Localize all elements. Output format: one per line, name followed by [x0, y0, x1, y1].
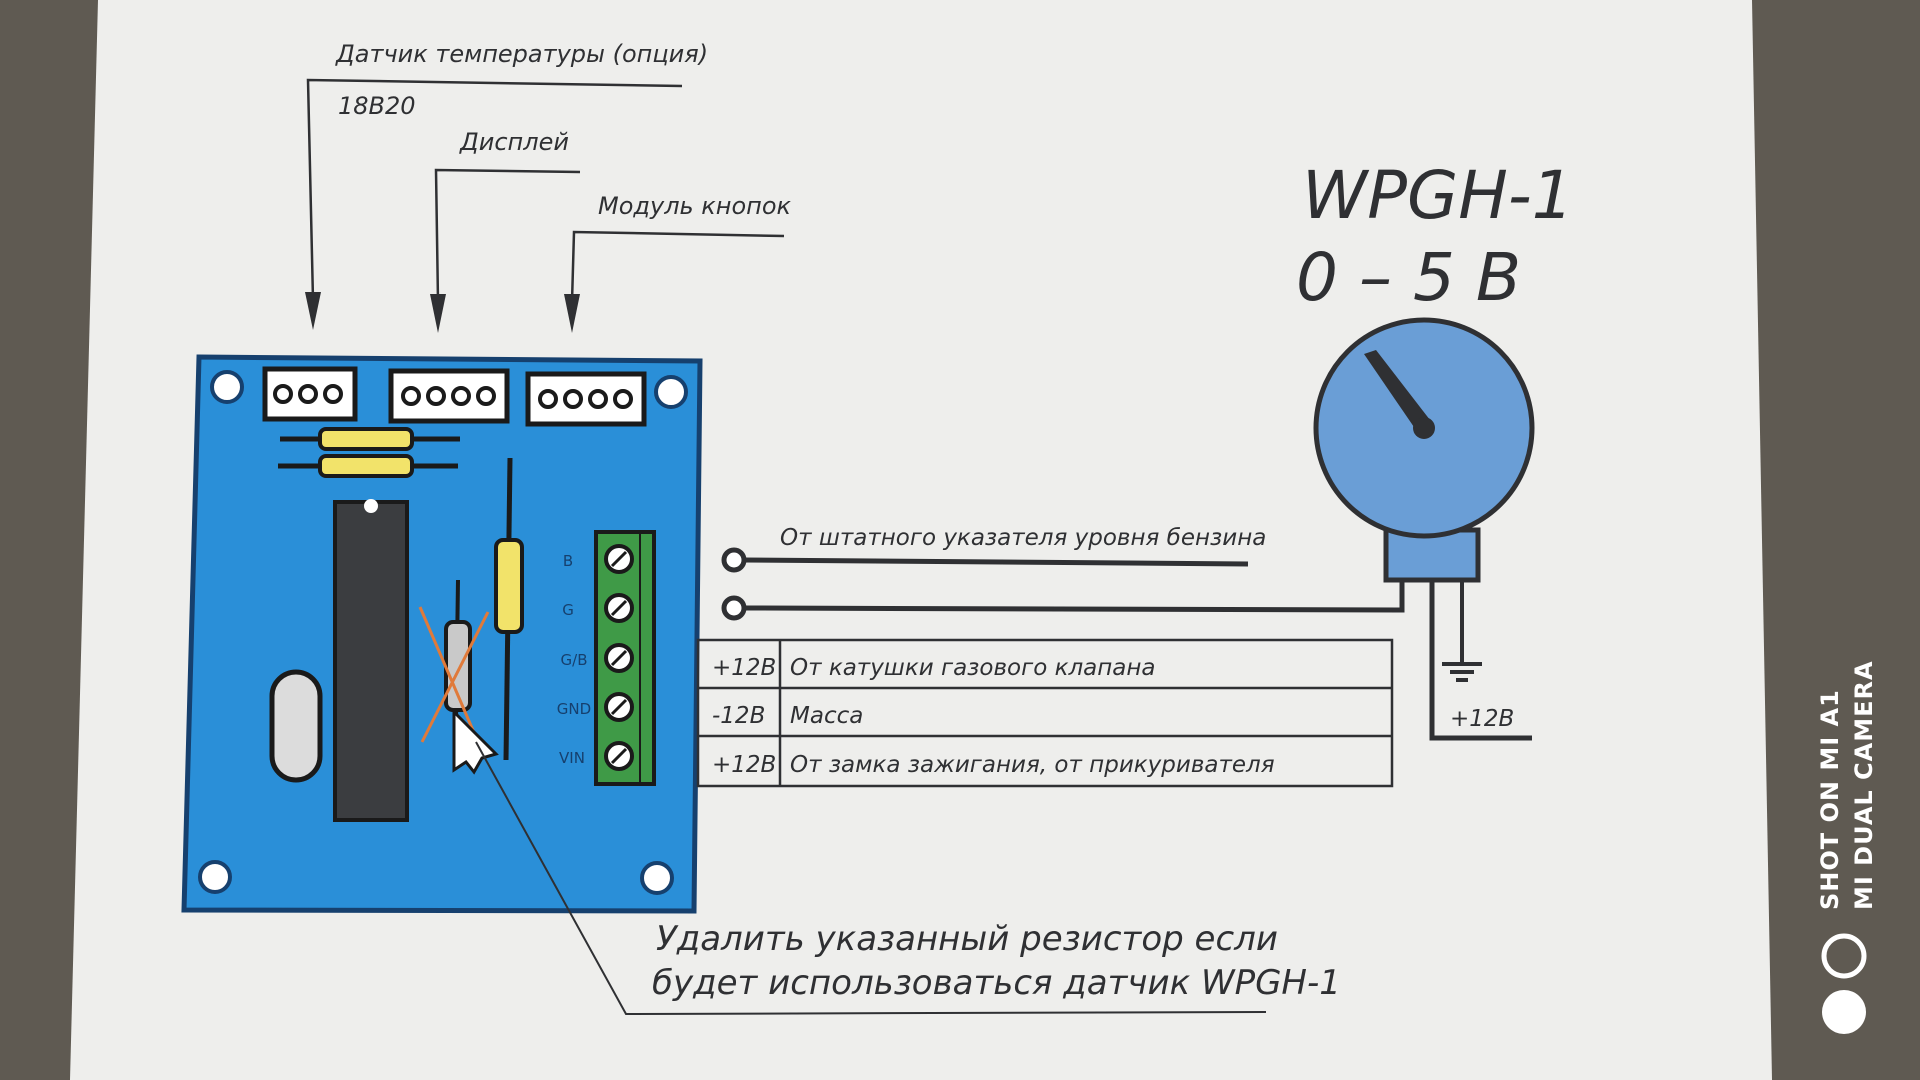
- wpgh-sensor-gauge: [1313, 317, 1535, 741]
- table-voltage-cell: +12В: [712, 655, 776, 681]
- microcontroller-chip: [333, 499, 409, 822]
- watermark-line1: SHOT ON MI A1: [1816, 689, 1844, 910]
- remove-note-line2: будет использоваться датчик WPGH-1: [652, 963, 1341, 1003]
- table-voltage-cell: +12В: [712, 752, 776, 778]
- table-description-cell: От катушки газового клапана: [790, 655, 1156, 681]
- remove-note-leader: [475, 741, 1267, 1016]
- temp-sensor-model: 18B20: [338, 92, 416, 120]
- connection-table: [696, 638, 1394, 788]
- terminal-label: G: [562, 601, 574, 619]
- fuel-gauge-wire: [721, 547, 1249, 573]
- table-description-cell: Масса: [790, 703, 863, 729]
- display-label: Дисплей: [459, 128, 569, 156]
- sensor-signal-wire: [721, 578, 1405, 621]
- remove-note-line1: Удалить указанный резистор если: [656, 919, 1278, 959]
- buttons-module-leader: [564, 230, 785, 333]
- terminal-screw: [604, 741, 634, 771]
- watermark-ring-icon: [1821, 933, 1867, 979]
- terminal-screw: [604, 692, 634, 722]
- buttons-module-label: Модуль кнопок: [598, 192, 792, 220]
- connector-display: [388, 368, 510, 424]
- fuel-gauge-wire-label: От штатного указателя уровня бензина: [780, 525, 1266, 551]
- resistor-pair: [278, 427, 460, 478]
- gauge-power-label: +12В: [1450, 706, 1514, 732]
- camera-watermark: SHOT ON MI A1 MI DUAL CAMERA: [1816, 660, 1878, 1034]
- mounting-hole: [654, 375, 688, 409]
- resistor-vertical: [494, 457, 524, 761]
- terminal-block: [594, 530, 656, 786]
- resistor-to-remove: [418, 579, 499, 775]
- connector-buttons: [525, 371, 647, 427]
- temp-sensor-leader: [305, 78, 683, 330]
- gauge-needle: [1364, 350, 1430, 430]
- terminal-label: GND: [557, 700, 591, 718]
- crystal-oscillator: [269, 669, 323, 783]
- terminal-label: B: [563, 552, 573, 570]
- terminal-screw: [604, 643, 634, 673]
- pointer-arrow: [452, 708, 499, 775]
- gauge-title: WPGH-1: [1302, 157, 1574, 234]
- table-voltage-cell: -12В: [712, 703, 765, 729]
- terminal-screw: [604, 593, 634, 623]
- watermark-line2: MI DUAL CAMERA: [1850, 660, 1878, 910]
- mounting-hole: [210, 370, 244, 404]
- mounting-hole: [198, 860, 232, 894]
- gauge-range: 0 – 5 В: [1296, 239, 1521, 316]
- terminal-label: G/B: [561, 651, 588, 669]
- table-description-cell: От замка зажигания, от прикуривателя: [790, 752, 1275, 778]
- display-leader: [430, 168, 581, 333]
- connector-temp-sensor: [262, 366, 358, 422]
- temp-sensor-label: Датчик температуры (опция): [335, 40, 708, 68]
- terminal-screw: [604, 544, 634, 574]
- mounting-hole: [640, 861, 674, 895]
- watermark-dot-icon: [1822, 990, 1866, 1034]
- controller-board: B G G/B GND VIN: [181, 354, 703, 914]
- terminal-label: VIN: [559, 749, 585, 767]
